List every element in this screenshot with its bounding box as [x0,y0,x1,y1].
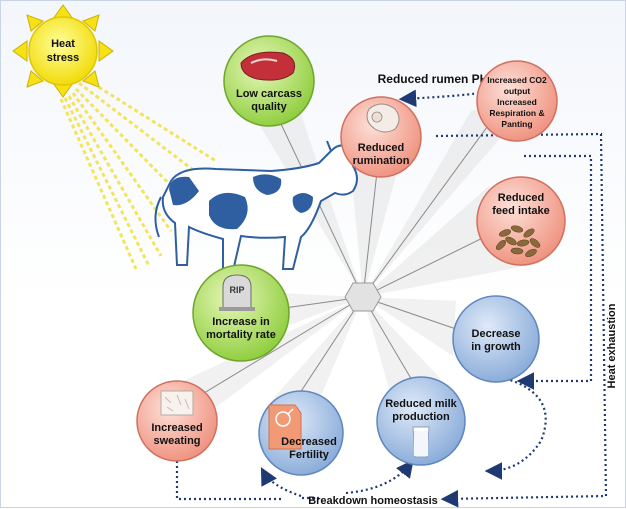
cow-illustration [154,138,358,272]
node-decrease-growth: Decrease in growth [452,295,540,383]
sun-label-line1: Heat [51,38,75,50]
heat-exhaustion-label: Heat exhaustion [606,303,618,388]
milk-line2: production [392,411,450,423]
milk-glass-icon [412,426,430,458]
sun-label-line2: stress [47,52,79,64]
meat-icon [240,51,296,81]
rumination-line2: rumination [353,155,410,167]
growth-line2: in growth [471,341,521,353]
node-increased-sweating: Increased sweating [136,380,218,462]
node-reduced-milk: Reduced milk production [376,376,466,466]
fertility-line1: Decreased [281,436,337,448]
sweating-line1: Increased [151,422,202,434]
co2-line3: Increased [497,97,537,107]
node-decreased-fertility: Decreased Fertility [258,390,344,476]
fertility-line2: Fertility [289,449,330,461]
milk-line1: Reduced milk [385,398,457,410]
reduced-rumen-ph-label: Reduced rumen PH [378,72,489,86]
rumination-line1: Reduced [358,142,404,154]
mortality-line2: mortality rate [206,329,276,341]
co2-line4: Respiration & [489,108,544,118]
carcass-line1: Low carcass [236,88,302,100]
node-increased-co2: Increased CO2 output Increased Respirati… [476,60,558,142]
heat-stress-sun: Heat stress [12,4,114,98]
mortality-line1: Increase in [212,316,270,328]
breakdown-homeostasis-label: Breakdown homeostasis [308,495,438,507]
feedback-arrows [175,89,608,508]
node-increase-mortality: RIP Increase in mortality rate [192,264,290,362]
stomach-icon [366,103,400,133]
node-reduced-feed-intake: Reduced feed intake [476,176,566,266]
tombstone-text: RIP [229,285,244,295]
co2-line1: Increased CO2 [487,75,547,85]
center-hub [344,282,382,312]
co2-line2: output [504,86,531,96]
growth-line1: Decrease [472,328,521,340]
feed-pellets-icon [496,225,541,257]
fertility-icon [268,404,302,450]
co2-line5: Panting [501,119,532,129]
feed-line2: feed intake [492,205,549,217]
node-low-carcass-quality: Low carcass quality [223,35,315,127]
heat-rays [59,74,217,270]
skin-icon [160,390,194,416]
tombstone-icon: RIP [219,274,255,311]
node-reduced-rumination: Reduced rumination [340,96,422,178]
feed-line1: Reduced [498,192,544,204]
carcass-line2: quality [251,101,287,113]
sweating-line2: sweating [153,435,200,447]
